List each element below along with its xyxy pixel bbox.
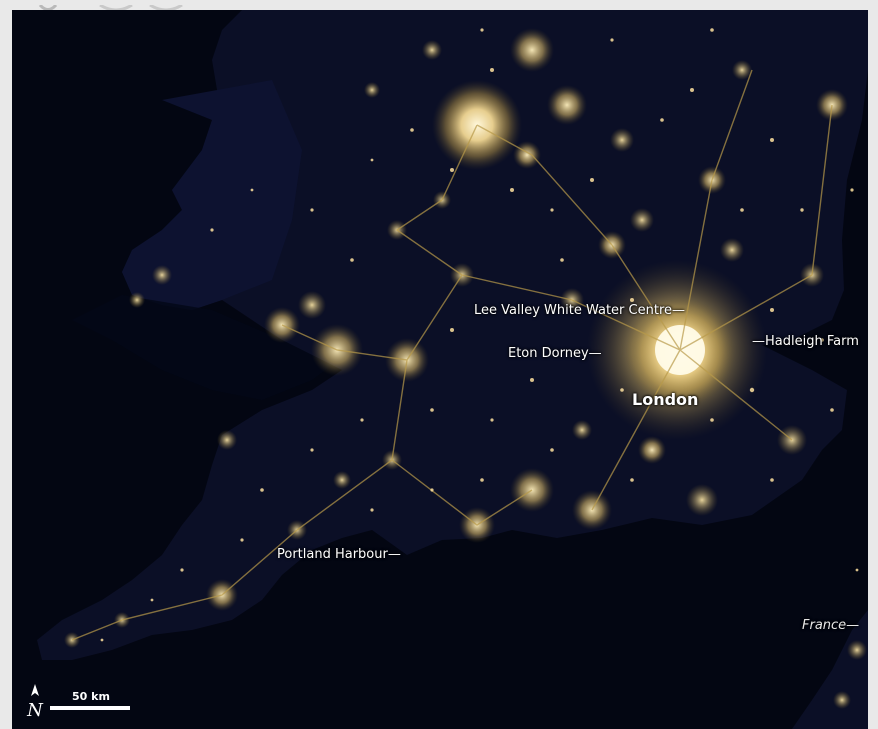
bristol-channel bbox=[72, 295, 332, 400]
label-london: London bbox=[632, 390, 699, 409]
svg-text:N: N bbox=[26, 700, 44, 721]
north-arrow-icon: N bbox=[24, 682, 46, 722]
label-hadleigh-farm: —Hadleigh Farm bbox=[752, 334, 859, 349]
wales-landmass bbox=[122, 80, 302, 310]
cropped-logo-remnant bbox=[0, 0, 200, 10]
scale-bar bbox=[50, 706, 130, 710]
night-lights-map: Lee Valley White Water Centre— Eton Dorn… bbox=[12, 10, 868, 729]
scale-bar-label: 50 km bbox=[72, 690, 110, 703]
label-france: France— bbox=[802, 618, 860, 633]
label-eton-dorney: Eton Dorney— bbox=[508, 346, 602, 361]
map-graphic bbox=[12, 10, 868, 729]
label-portland-harbour: Portland Harbour— bbox=[277, 547, 401, 562]
label-lee-valley: Lee Valley White Water Centre— bbox=[474, 303, 686, 318]
